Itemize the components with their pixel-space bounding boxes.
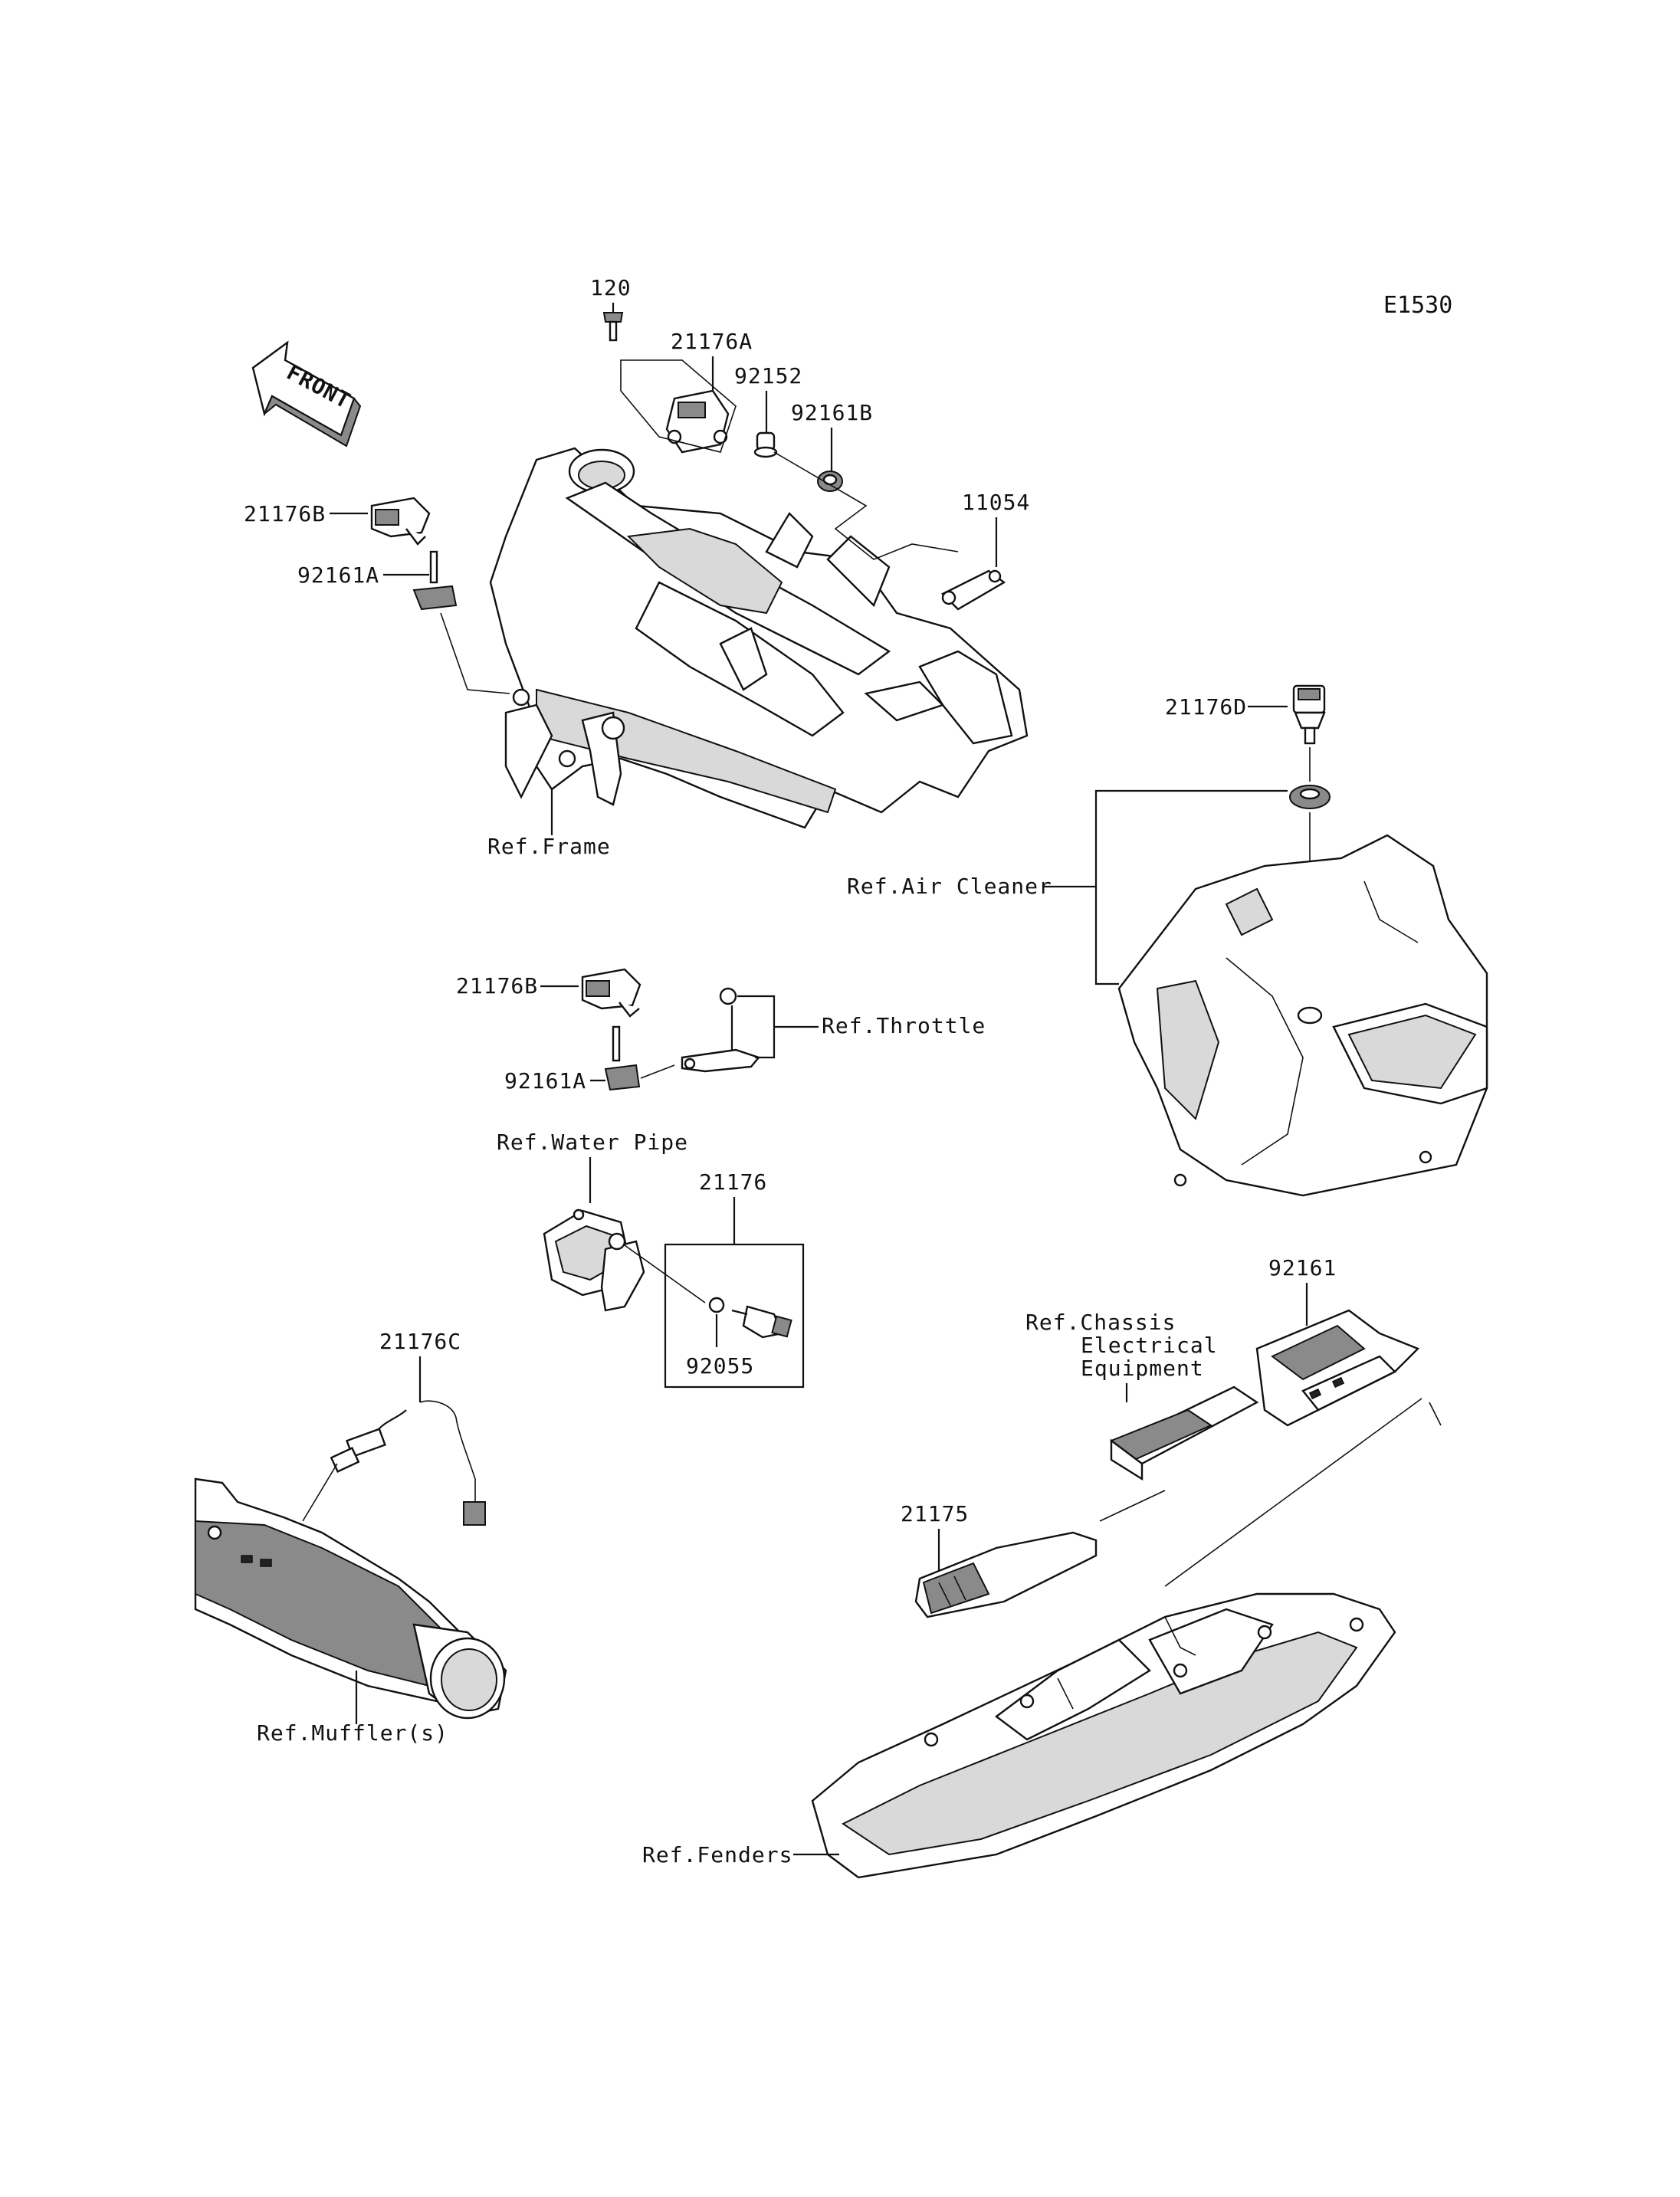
part-21176-label: 21176 [699, 1169, 767, 1195]
grommet-92161B [817, 471, 843, 492]
bolt-120: 120 [590, 275, 632, 342]
part-92161A-mid-label: 92161A [504, 1068, 586, 1094]
throttle-bracket-line [737, 995, 776, 1059]
part-92161B-label: 92161B [791, 400, 873, 425]
part-92161A-top-label: 92161A [297, 562, 379, 588]
part-11054-label: 11054 [962, 490, 1030, 515]
grommet-92161A-top [412, 550, 458, 611]
chassis-electrical-unit [1110, 1385, 1259, 1481]
frame-illustration [489, 447, 1029, 829]
box-21176 [664, 1243, 805, 1389]
ref-fenders-label: Ref.Fenders [642, 1842, 792, 1867]
assembly-line-92161A-top [440, 612, 510, 694]
grommet-21176D [1289, 785, 1331, 809]
assembly-line-92161B [773, 451, 959, 560]
front-arrow-icon: FRONT [251, 340, 362, 448]
part-92152-label: 92152 [734, 363, 802, 389]
oxygen-sensor-21176C [330, 1400, 486, 1526]
assembly-line-92161-b [1429, 1402, 1442, 1426]
part-21176D-label: 21176D [1165, 694, 1247, 720]
assembly-line-21176C [302, 1463, 338, 1522]
ref-frame-label: Ref.Frame [487, 834, 611, 859]
muffler-illustration [194, 1477, 507, 1720]
sensor-21176 [731, 1305, 792, 1339]
bracket-outline-21176A [620, 359, 737, 453]
assembly-line-throttle [640, 1064, 675, 1079]
water-pipe-housing-illustration [543, 1208, 645, 1312]
part-21176B-mid-label: 21176B [456, 973, 538, 998]
ref-throttle-label: Ref.Throttle [822, 1013, 986, 1038]
bracket-11054 [940, 569, 1006, 611]
sensor-21176A [665, 389, 730, 454]
ref-muffler-label: Ref.Muffler(s) [257, 1720, 448, 1746]
ref-air-cleaner-label: Ref.Air Cleaner [847, 874, 1052, 899]
diagram-code: E1530 [1383, 292, 1452, 319]
throttle-bracket-illustration [681, 987, 761, 1073]
grommet-92161A-mid [604, 1025, 641, 1091]
fender-illustration [811, 1592, 1396, 1879]
ref-chassis-label-line3: Equipment [1081, 1356, 1204, 1381]
sensor-21176B-mid [581, 968, 641, 1018]
part-21176A-label: 21176A [671, 329, 753, 354]
ref-chassis-label-line1: Ref.Chassis [1025, 1310, 1176, 1335]
ecu-21175 [914, 1531, 1098, 1618]
part-92055-label: 92055 [686, 1353, 754, 1379]
collar-92152 [753, 431, 778, 458]
part-120-label: 120 [590, 275, 632, 300]
sensor-21176D [1292, 684, 1326, 745]
part-21176C-label: 21176C [379, 1329, 461, 1354]
ref-chassis-label-line2: Electrical [1081, 1333, 1218, 1358]
sensor-21176B-top [370, 497, 431, 546]
part-92161-label: 92161 [1268, 1255, 1337, 1280]
case-92161 [1255, 1309, 1420, 1427]
assembly-line-92161 [1164, 1398, 1422, 1587]
part-21175-label: 21175 [901, 1501, 969, 1526]
air-cleaner-illustration [1117, 834, 1488, 1197]
part-21176B-top-label: 21176B [244, 501, 326, 526]
assembly-line-21175 [1099, 1490, 1166, 1522]
oring-92055 [708, 1297, 725, 1313]
ref-water-pipe-label: Ref.Water Pipe [497, 1130, 688, 1155]
